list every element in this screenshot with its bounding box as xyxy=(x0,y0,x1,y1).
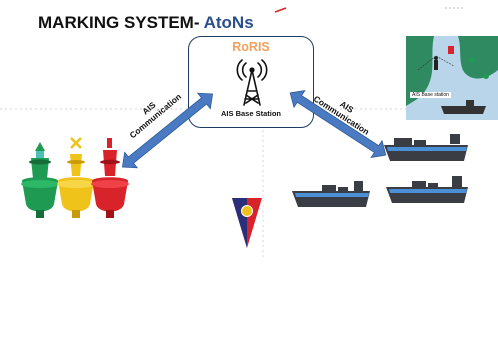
double-arrow-icon xyxy=(289,90,387,158)
double-arrow-icon xyxy=(121,92,214,169)
buoy-icon xyxy=(57,137,95,218)
antenna-tower-icon xyxy=(236,59,268,106)
ship-icon xyxy=(384,134,468,161)
ship-icon xyxy=(386,176,468,203)
title-accent: AtoNs xyxy=(203,13,254,32)
pennant-flag-icon xyxy=(232,198,262,248)
base-station-label: AIS Base Station xyxy=(220,109,281,118)
top-mark-icon xyxy=(274,7,287,13)
buoy-icon xyxy=(91,138,129,218)
inset-map-graphic xyxy=(406,36,498,120)
roris-label: RoRIS xyxy=(232,40,270,54)
page-title: MARKING SYSTEM- AtoNs xyxy=(38,13,254,33)
buoys-group xyxy=(21,137,129,218)
ship-icon xyxy=(292,181,370,207)
inset-map xyxy=(406,36,498,120)
buoy-icon xyxy=(21,142,59,218)
top-mark-icon xyxy=(445,7,463,9)
title-main: MARKING SYSTEM- xyxy=(38,13,200,32)
roris-base-station-box: RoRIS AIS Base Station xyxy=(188,36,314,128)
inset-caption: AIS Base station xyxy=(410,92,451,98)
